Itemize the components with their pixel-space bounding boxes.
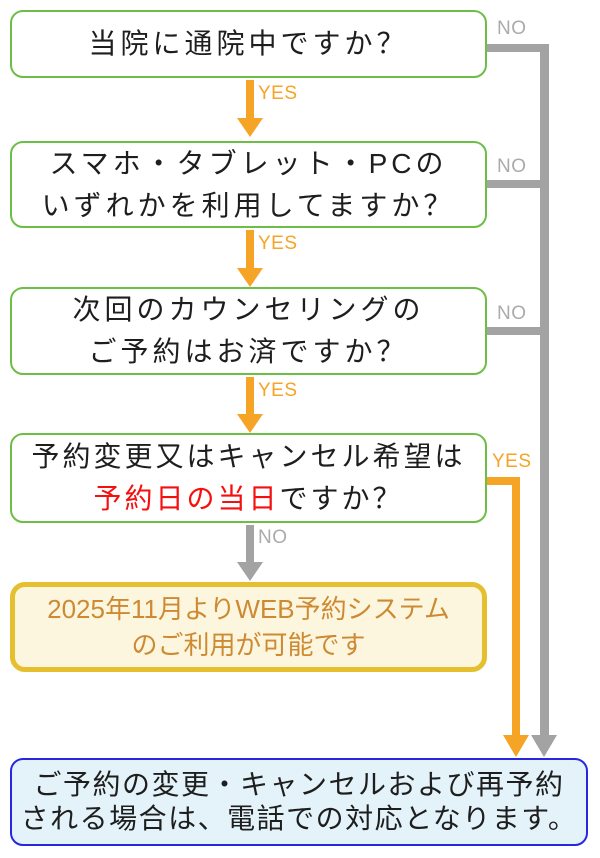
yes-arrow-2-shaft [246,230,254,269]
no-connector-3 [487,327,549,335]
yes-arrow-3-head [237,414,263,433]
yes-arrow-2-head [237,268,263,287]
question-4-line2: 予約日の当日ですか？ [93,478,403,520]
yes-label-3: YES [258,380,298,401]
question-1-text: 当院に通院中ですか？ [88,28,409,59]
yes-branch-vertical [512,477,520,735]
question-3-line1: 次回のカウンセリングの [72,294,425,325]
no-label-2: NO [497,156,527,177]
question-4-line2-rest: ですか？ [279,483,404,514]
web-result-line2: のご利用が可能です [131,630,366,660]
question-box-3: 次回のカウンセリングの ご予約はお済ですか？ [10,287,487,375]
yes-arrow-1-shaft [246,80,254,119]
no-arrow-down-head [237,562,263,581]
yes-label-1: YES [258,83,298,104]
question-box-4: 予約変更又はキャンセル希望は 予約日の当日ですか？ [10,433,487,523]
phone-result-line2: される場合は、電話での対応となります。 [20,803,578,834]
yes-label-2: YES [258,233,298,254]
question-2-line1: スマホ・タブレット・PCの [49,147,448,179]
web-result-line1: 2025年11月よりWEB予約システム [47,594,450,624]
yes-label-right: YES [492,451,532,472]
question-box-2: スマホ・タブレット・PCの いずれかを利用してますか？ [10,141,487,228]
question-4-line1: 予約変更又はキャンセル希望は [31,441,466,472]
question-2-line2: いずれかを利用してますか？ [41,189,456,221]
result-box-phone: ご予約の変更・キャンセルおよび再予約 される場合は、電話での対応となります。 [10,758,588,846]
no-label-4: NO [258,527,288,548]
phone-result-line1: ご予約の変更・キャンセルおよび再予約 [33,769,565,800]
question-box-1: 当院に通院中ですか？ [10,10,487,78]
yes-branch-arrowhead [503,735,529,757]
no-rail-vertical [540,44,549,735]
yes-arrow-3-shaft [246,377,254,415]
question-4-highlight: 予約日の当日 [93,483,280,514]
result-box-web: 2025年11月よりWEB予約システム のご利用が可能です [10,582,487,672]
yes-arrow-1-head [237,118,263,137]
no-label-3: NO [497,303,527,324]
no-arrow-down-shaft [246,525,254,563]
no-rail-arrowhead [531,735,557,757]
no-connector-1 [487,44,549,52]
no-label-1: NO [497,18,527,39]
question-3-line2: ご予約はお済ですか？ [88,336,409,367]
no-connector-2 [487,180,549,188]
yes-branch-horizontal [487,477,520,485]
